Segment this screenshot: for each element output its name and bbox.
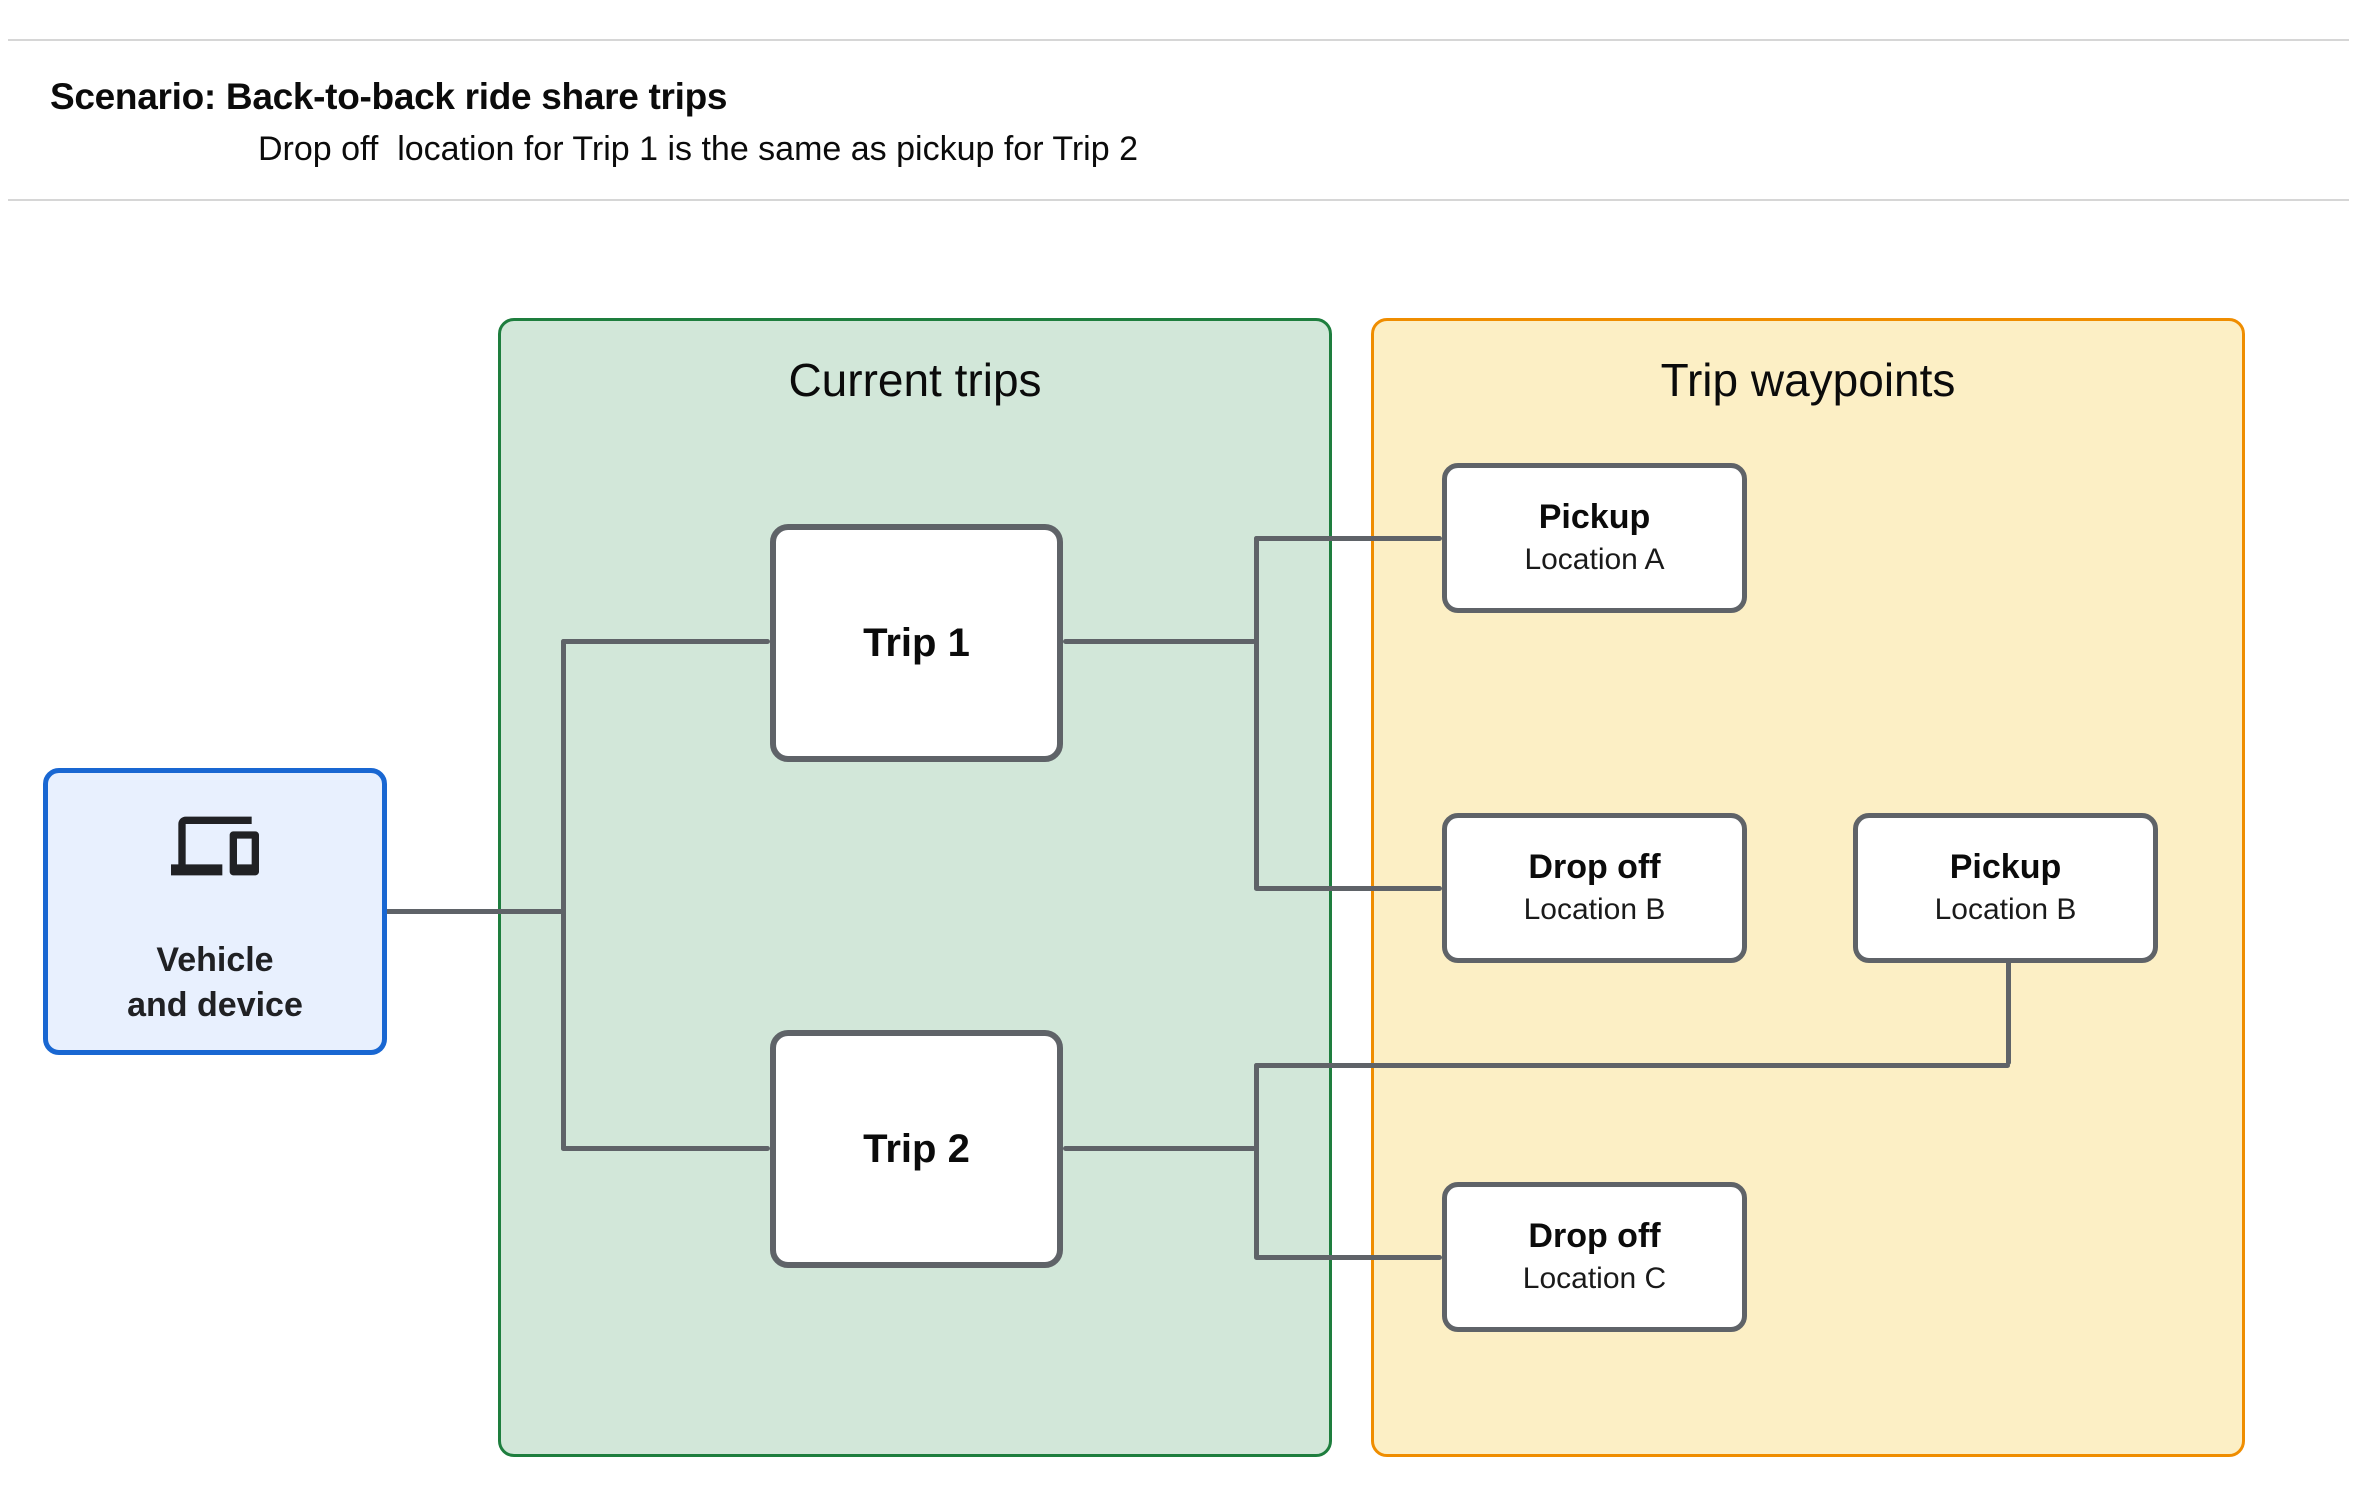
connector-trip2-to-junction <box>1063 1146 1256 1151</box>
devices-icon <box>171 802 259 890</box>
trip-waypoints-title: Trip waypoints <box>1660 354 1956 406</box>
header-separator <box>8 199 2349 201</box>
waypoint-title: Pickup <box>1538 498 1651 537</box>
waypoint-dropoff-location-c: Drop off Location C <box>1442 1182 1747 1332</box>
connector-right-vertical-2 <box>1254 1063 1259 1259</box>
page-subtitle: Drop off location for Trip 1 is the same… <box>258 130 1138 168</box>
waypoint-dropoff-location-b: Drop off Location B <box>1442 813 1747 963</box>
waypoint-title: Pickup <box>1949 848 2062 887</box>
waypoint-subtitle: Location B <box>1934 892 2077 926</box>
vehicle-and-device-node: Vehicle and device <box>43 768 387 1055</box>
waypoint-pickup-location-b: Pickup Location B <box>1853 813 2158 963</box>
connector-right-vertical-1 <box>1254 536 1259 890</box>
vehicle-label-line1: Vehicle <box>156 940 274 979</box>
connector-junction-to-trip1 <box>561 639 770 644</box>
connector-vehicle-to-junction <box>385 909 566 914</box>
connector-pickup-b-horizontal <box>1254 1063 2010 1068</box>
connector-left-vertical <box>561 639 566 1151</box>
current-trips-panel: Current trips <box>498 318 1332 1457</box>
connector-junction-to-trip2 <box>561 1146 770 1151</box>
trip-1-node: Trip 1 <box>770 524 1063 762</box>
vehicle-label-line2: and device <box>127 985 303 1024</box>
connector-trip1-to-junction <box>1063 639 1256 644</box>
waypoint-title: Drop off <box>1528 848 1661 887</box>
connector-to-dropoff-c <box>1254 1255 1442 1260</box>
waypoint-subtitle: Location B <box>1523 892 1666 926</box>
page-title: Scenario: Back-to-back ride share trips <box>50 76 728 117</box>
waypoint-subtitle: Location A <box>1524 542 1665 576</box>
connector-pickup-b-vertical <box>2006 960 2011 1065</box>
waypoint-subtitle: Location C <box>1522 1261 1667 1295</box>
trip-2-node: Trip 2 <box>770 1030 1063 1268</box>
connector-to-pickup-a <box>1254 536 1442 541</box>
waypoint-pickup-location-a: Pickup Location A <box>1442 463 1747 613</box>
connector-to-dropoff-b <box>1254 886 1442 891</box>
waypoint-title: Drop off <box>1528 1217 1661 1256</box>
current-trips-title: Current trips <box>788 354 1042 406</box>
trip-2-label: Trip 2 <box>863 1126 970 1171</box>
top-separator <box>8 39 2349 41</box>
trip-1-label: Trip 1 <box>863 620 970 665</box>
